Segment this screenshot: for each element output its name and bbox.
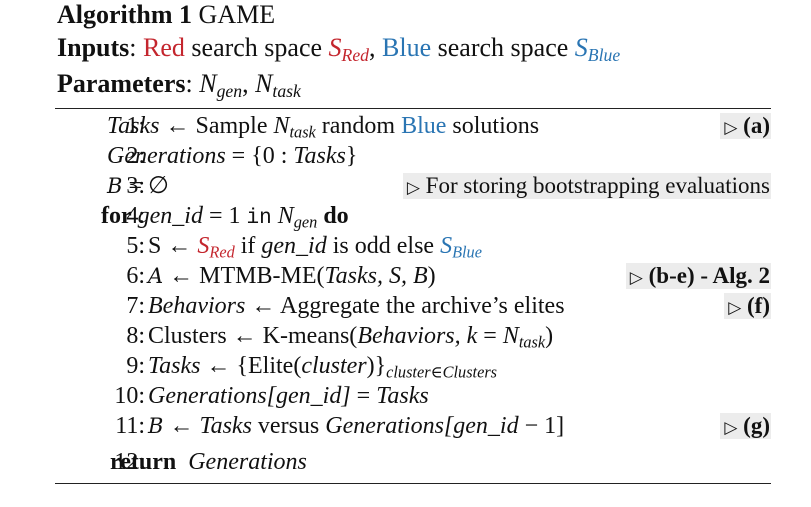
line-number: 5: (126, 233, 145, 259)
algo-line-9: 9: Tasks ← {Elite(cluster)}cluster∈Clust… (55, 351, 771, 381)
algorithm-title: Algorithm 1 GAME (57, 0, 275, 30)
line-number: 1: (126, 113, 145, 139)
red-word: Red (143, 33, 185, 62)
line-content: for gen_id = 1 in Ngen do (101, 203, 349, 232)
line-number: 10: (114, 383, 145, 409)
algo-line-6: 6: A ← MTMB-ME(Tasks, S, B) ▷ (b-e) - Al… (55, 261, 771, 291)
algorithm-label: Algorithm 1 (57, 0, 193, 29)
line-content: return Generations (110, 449, 307, 475)
search-space-text-2: search space (437, 33, 569, 62)
line-number: 6: (126, 263, 145, 289)
bottom-rule (55, 483, 771, 484)
top-rule (55, 108, 771, 109)
line-comment: ▷ (g) (720, 413, 771, 439)
line-number: 2: (126, 143, 145, 169)
algo-line-10: 10: Generations[gen_id] = Tasks (55, 381, 771, 411)
line-comment: ▷ (a) (720, 113, 771, 139)
comment-triangle-icon: ▷ (724, 118, 738, 137)
inputs-label: Inputs (57, 33, 130, 62)
algo-line-11: 11: B ← Tasks versus Generations[gen_id … (55, 411, 771, 441)
search-space-text: search space (191, 33, 323, 62)
line-content: Tasks ← {Elite(cluster)}cluster∈Clusters (148, 353, 498, 382)
algo-line-3: 3: B = ∅ ▷ For storing bootstrapping eva… (55, 171, 771, 201)
blue-search-space-symbol: SBlue (574, 33, 621, 65)
line-content: Tasks ← Sample Ntask random Blue solutio… (107, 113, 540, 142)
line-number: 3: (126, 173, 145, 199)
comment-triangle-icon: ▷ (629, 268, 643, 287)
comment-triangle-icon: ▷ (728, 298, 742, 317)
line-content: Generations = {0 : Tasks} (107, 143, 358, 169)
algo-line-8: 8: Clusters ← K-means(Behaviors, k = Nta… (55, 321, 771, 351)
algo-line-7: 7: Behaviors ← Aggregate the archive’s e… (55, 291, 771, 321)
line-comment: ▷ (f) (724, 293, 771, 319)
parameters-label: Parameters (57, 69, 186, 98)
algo-line-4: 4: for gen_id = 1 in Ngen do (55, 201, 771, 231)
n-gen-symbol: Ngen (199, 69, 243, 101)
line-content: B ← Tasks versus Generations[gen_id − 1] (148, 413, 565, 439)
line-content: Clusters ← K-means(Behaviors, k = Ntask) (148, 323, 554, 352)
parameters-line: Parameters: Ngen, Ntask (57, 69, 301, 101)
line-number: 4: (126, 203, 145, 229)
line-content: S ← SRed if gen_id is odd else SBlue (148, 233, 482, 262)
line-number: 11: (115, 413, 145, 439)
line-content: Generations[gen_id] = Tasks (148, 383, 429, 409)
comment-triangle-icon: ▷ (724, 418, 738, 437)
blue-word: Blue (382, 33, 432, 62)
comment-triangle-icon: ▷ (406, 178, 420, 197)
line-comment: ▷ (b-e) - Alg. 2 (625, 263, 771, 289)
line-content: A ← MTMB-ME(Tasks, S, B) (148, 263, 436, 289)
inputs-line: Inputs: Red search space SRed, Blue sear… (57, 33, 621, 65)
red-search-space-symbol: SRed (328, 33, 370, 65)
line-number: 9: (126, 353, 145, 379)
line-content: Behaviors ← Aggregate the archive’s elit… (148, 293, 565, 319)
line-comment: ▷ For storing bootstrapping evaluations (402, 173, 771, 199)
algo-line-1: 1: Tasks ← Sample Ntask random Blue solu… (55, 111, 771, 141)
algo-line-5: 5: S ← SRed if gen_id is odd else SBlue (55, 231, 771, 261)
algorithm-name: GAME (198, 0, 276, 29)
line-content: B = ∅ (107, 173, 169, 199)
algo-line-2: 2: Generations = {0 : Tasks} (55, 141, 771, 171)
line-number: 12: (114, 449, 145, 475)
algo-line-12: 12: return Generations (55, 447, 771, 477)
line-number: 7: (126, 293, 145, 319)
line-number: 8: (126, 323, 145, 349)
n-task-symbol: Ntask (255, 69, 301, 101)
